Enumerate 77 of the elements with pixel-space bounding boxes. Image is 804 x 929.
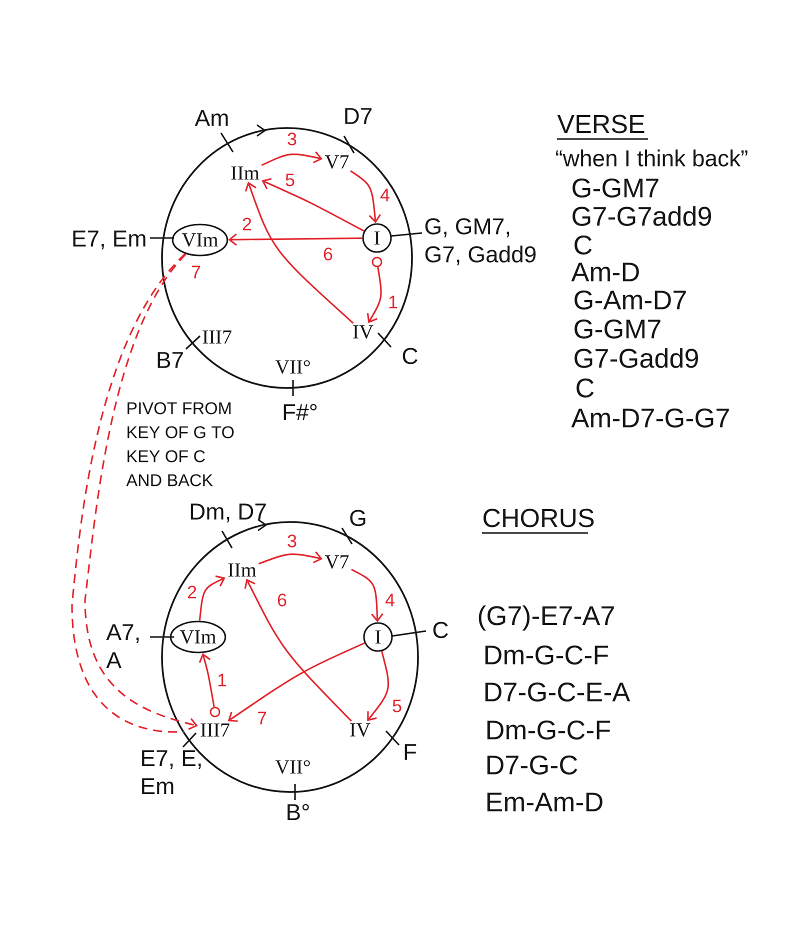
chord-label: B7 (158, 352, 183, 368)
arrow (244, 182, 354, 324)
chord-label: E7, E, Em (142, 750, 201, 794)
chord-progression: G-GM7 (572, 178, 658, 198)
arrow (198, 575, 226, 621)
chord-progression: Am-D7-G-G7 (571, 408, 729, 428)
chord-progression: C (574, 235, 592, 255)
step-number: 6 (324, 248, 332, 260)
chord-label: G, GM7, G7, Gadd9 (425, 218, 536, 266)
step-number: 4 (380, 188, 390, 202)
step-number: 7 (258, 712, 266, 724)
chord-progression: G-GM7 (574, 319, 660, 339)
chord-label: D7 (345, 108, 372, 124)
roman-numeral: IV (353, 325, 374, 339)
arrow (261, 151, 323, 166)
chord-progression: G-Am-D7 (574, 290, 686, 310)
step-number: 1 (389, 296, 398, 308)
circled-numeral: VIm (170, 620, 226, 654)
circled-numeral: VIm (172, 224, 228, 256)
start-dot (210, 706, 220, 718)
arrow (244, 578, 352, 722)
arrow (351, 568, 384, 622)
arrow (350, 170, 381, 224)
start-dot (372, 256, 382, 268)
chord-progression: D7-G-C-E-A (485, 682, 630, 702)
section-heading: VERSE (557, 114, 644, 134)
roman-numeral: III7 (202, 330, 232, 344)
chord-progression: Dm-G-C-F (487, 720, 610, 740)
chord-progression: Em-Am-D (487, 792, 602, 812)
chord-label: A7, A (106, 624, 139, 668)
chord-label: Dm, D7 (190, 504, 266, 522)
note: PIVOT FROM KEY OF G TO KEY OF C AND BACK (126, 402, 234, 486)
roman-numeral: V7 (325, 555, 349, 569)
roman-numeral: VII° (275, 360, 310, 374)
step-number: 1 (218, 674, 226, 686)
chord-label: C (433, 622, 448, 638)
dashed-arrow (84, 254, 198, 730)
roman-numeral: IIm (228, 563, 256, 577)
circled-numeral: I (362, 223, 392, 253)
chord-progression: (G7)-E7-A7 (478, 605, 614, 631)
chord-progression: C (576, 378, 594, 398)
chord-progression: G7-Gadd9 (574, 348, 698, 368)
step-number: 2 (188, 586, 196, 598)
chord-label: B° (288, 804, 309, 820)
arrow (198, 653, 215, 707)
step-number: 4 (385, 594, 394, 606)
roman-numeral: V7 (325, 155, 349, 169)
step-number: 5 (392, 700, 402, 712)
roman-numeral: VII° (275, 760, 310, 774)
chord-progression: Dm-G-C-F (485, 645, 608, 665)
arrow (258, 551, 323, 565)
roman-numeral: IIm (231, 166, 260, 180)
circled-numeral: I (363, 622, 393, 652)
chord-progression: D7-G-C (487, 755, 578, 775)
roman-numeral: III7 (200, 723, 230, 737)
arrow (228, 233, 362, 246)
chord-progression: Am-D (571, 262, 639, 282)
roman-numeral: IV (350, 723, 370, 737)
chord-label: C (402, 348, 418, 364)
arrow (366, 267, 382, 324)
step-number: 2 (242, 218, 252, 230)
chord-label: Am (194, 110, 228, 126)
step-number: 7 (192, 266, 200, 278)
chord-label: G (350, 510, 366, 526)
section-heading: CHORUS (484, 508, 594, 528)
step-number: 3 (288, 132, 296, 146)
chord-label: F (404, 744, 416, 760)
lyric-line: “when I think back” (556, 150, 748, 166)
arrow (367, 651, 390, 722)
chord-progression: G7-G7add9 (572, 206, 711, 226)
chord-label: E7, Em (73, 230, 146, 250)
step-number: 5 (286, 174, 294, 186)
chord-label: F#° (284, 404, 317, 420)
arrow (262, 178, 364, 232)
step-number: 6 (278, 594, 286, 606)
step-number: 3 (288, 534, 296, 548)
arrow (228, 642, 365, 722)
